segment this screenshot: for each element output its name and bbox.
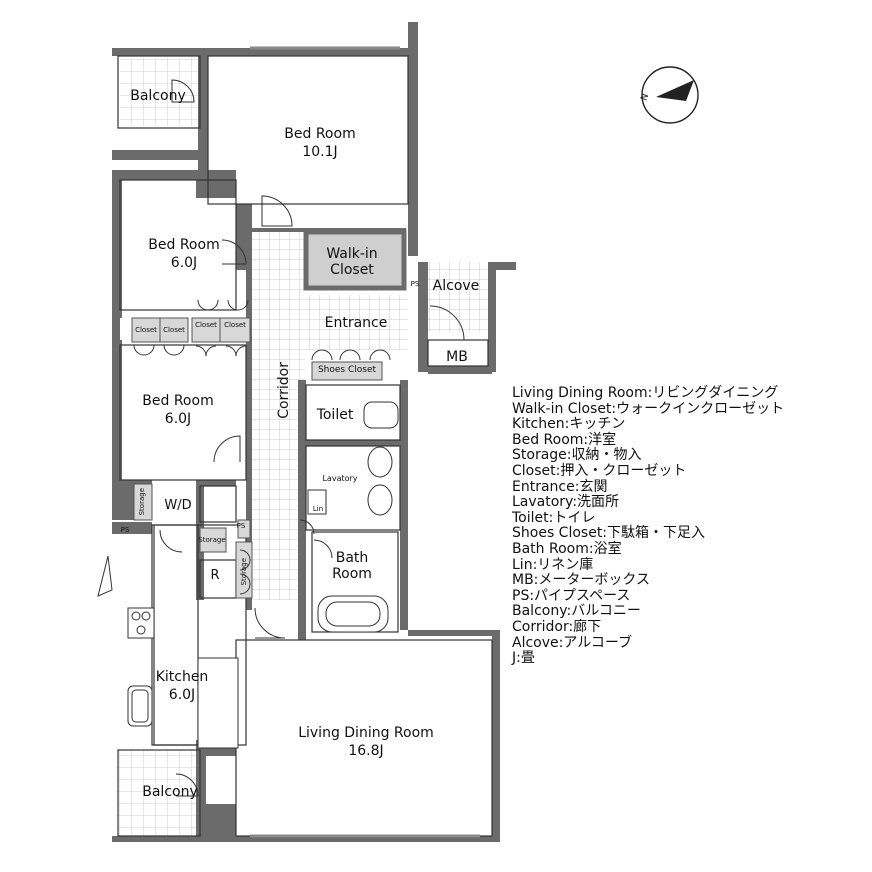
- room-label-lavatory: Lavatory: [322, 474, 358, 483]
- room-size: 10.1J: [302, 143, 338, 160]
- room-label-bath: Bath Room: [322, 550, 382, 582]
- room-label-bedroom-3: Bed Room 6.0J: [130, 393, 226, 428]
- room-label-bedroom-2: Bed Room 6.0J: [136, 237, 232, 272]
- legend-item: Alcove:アルコーブ: [512, 634, 633, 651]
- room-label-ps-mid: PS: [236, 522, 246, 530]
- legend-item: Lin:リネン庫: [512, 556, 594, 573]
- closet-blocks: [131, 317, 383, 599]
- room-size: 6.0J: [164, 410, 192, 427]
- legend-item: J:畳: [512, 650, 535, 667]
- room-label-wd: W/D: [164, 498, 192, 513]
- legend-item: Corridor:廊下: [512, 618, 602, 635]
- legend-item: Storage:収納・物入: [512, 447, 642, 464]
- legend-item: Walk-in Closet:ウォークインクローゼット: [512, 400, 785, 417]
- legend-item: Bath Room:浴室: [512, 540, 622, 557]
- room-label-storage-mid: Storage: [198, 536, 226, 544]
- room-name: Bed Room: [284, 126, 356, 142]
- room-label-mb: MB: [446, 349, 468, 365]
- bath-line1: Bath: [335, 550, 369, 566]
- compass: [641, 66, 699, 124]
- room-label-storage-left: Storage: [138, 488, 146, 516]
- room-size: 6.0J: [170, 254, 198, 271]
- legend-item: Balcony:バルコニー: [512, 603, 641, 620]
- legend-item: Bed Room:洋室: [512, 431, 617, 448]
- room-label-shoes-closet: Shoes Closet: [317, 365, 377, 375]
- closet-label: Closet: [195, 321, 217, 329]
- room-name: Bed Room: [148, 237, 220, 253]
- room-name: Living Dining Room: [298, 725, 434, 741]
- room-name: Kitchen: [155, 669, 209, 685]
- room-label-balcony-top: Balcony: [130, 88, 186, 104]
- room-label-storage-right: Storage: [240, 558, 248, 586]
- legend-item: MB:メーターボックス: [512, 572, 650, 589]
- legend: Living Dining Room:リビングダイニング Walk-in Clo…: [512, 385, 785, 667]
- legend-item: Entrance:玄関: [512, 478, 608, 495]
- room-size: 6.0J: [168, 686, 196, 703]
- room-label-lin: Lin: [312, 505, 324, 513]
- closet-label: Closet: [224, 321, 246, 329]
- room-label-alcove: Alcove: [432, 278, 480, 294]
- closet-label: Closet: [163, 326, 185, 334]
- legend-item: Lavatory:洗面所: [512, 494, 620, 511]
- room-label-ps-top: PS: [410, 280, 420, 288]
- room-label-entrance: Entrance: [324, 315, 388, 331]
- fixtures: [127, 401, 399, 749]
- walkin-closet-shape: [303, 229, 407, 291]
- room-label-corridor: Corridor: [276, 362, 292, 419]
- room-label-living: Living Dining Room 16.8J: [286, 725, 446, 760]
- room-label-toilet: Toilet: [316, 407, 354, 423]
- walkin-line2: Closet: [330, 262, 374, 278]
- legend-item: Living Dining Room:リビングダイニング: [512, 385, 779, 401]
- walkin-line1: Walk-in: [326, 246, 378, 262]
- legend-item: Shoes Closet:下駄箱・下足入: [512, 525, 706, 542]
- room-size: 16.8J: [348, 742, 384, 759]
- room-label-balcony-bottom: Balcony: [142, 784, 198, 800]
- bath-line2: Room: [332, 566, 372, 582]
- room-label-r: R: [210, 568, 220, 583]
- legend-item: Kitchen:キッチン: [512, 416, 626, 433]
- door-swings: [97, 79, 465, 797]
- closet-label: Closet: [135, 326, 157, 334]
- legend-item: Toilet:トイレ: [512, 509, 596, 526]
- legend-item: Closet:押入・クローゼット: [512, 462, 687, 479]
- legend-item: PS:パイプスペース: [512, 587, 631, 604]
- room-label-ps-left: PS: [120, 526, 130, 534]
- room-label-bedroom-main: Bed Room 10.1J: [272, 126, 368, 161]
- room-name: Bed Room: [142, 393, 214, 409]
- room-label-walkin: Walk-in Closet: [312, 246, 392, 278]
- room-label-kitchen: Kitchen 6.0J: [142, 669, 222, 704]
